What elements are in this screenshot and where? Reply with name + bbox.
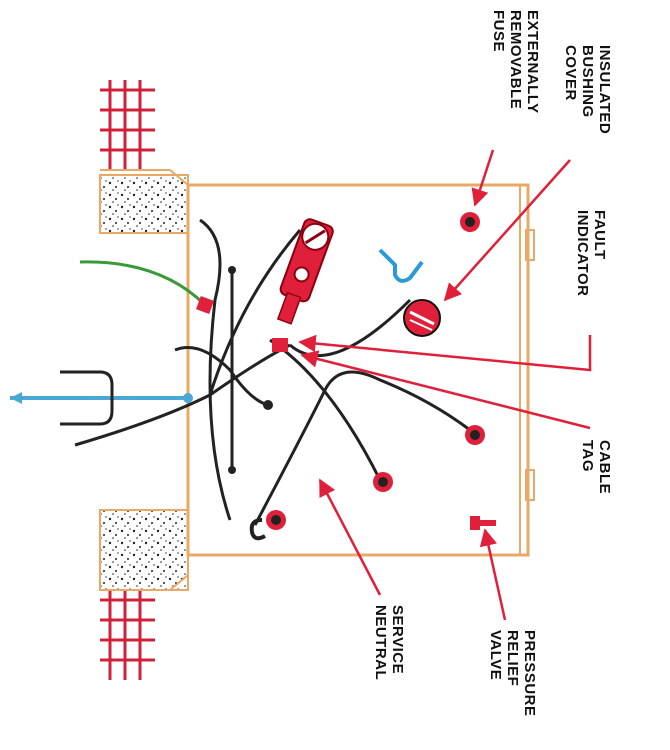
label-pressure-relief-valve: PRESSURE RELIEF VALVE <box>487 630 538 721</box>
ground-wire <box>79 260 207 307</box>
cable-tag-main <box>272 338 288 352</box>
brick-wall-top <box>100 80 155 170</box>
bushing-small-4 <box>266 510 286 530</box>
bushing-icon <box>403 299 441 337</box>
neutral-terminal-hook <box>249 518 266 541</box>
ground-rod-icon <box>10 392 193 404</box>
bushing-small-2 <box>465 425 485 445</box>
bushing-small-1 <box>460 212 480 232</box>
concrete-pad-bottom <box>99 509 189 591</box>
terminal-dot-3 <box>228 466 236 474</box>
arrow-fault-indicator <box>298 334 592 372</box>
pressure-relief-valve <box>470 516 496 530</box>
arrow-pressure-relief <box>479 528 507 621</box>
brick-wall-bottom <box>100 590 155 680</box>
conduit-u <box>60 370 114 426</box>
label-cable-tag: CABLE TAG <box>579 440 613 499</box>
bushing-small-3 <box>373 472 393 492</box>
arrow-service-neutral <box>318 478 382 596</box>
arrow-bushing-cover <box>443 159 571 302</box>
leader-arrows <box>298 149 592 621</box>
fuse-holder-icon <box>276 218 334 325</box>
label-externally-removable-fuse: EXTERNALLY REMOVABLE FUSE <box>490 10 541 118</box>
hinge-bottom <box>525 469 535 501</box>
cable-tag-left <box>196 296 214 314</box>
arrow-fuse <box>471 149 495 207</box>
label-insulated-bushing-cover: INSULATED BUSHING COVER <box>562 45 613 139</box>
concrete-pad-top <box>99 174 189 234</box>
terminal-dot-1 <box>228 266 236 274</box>
label-service-neutral: SERVICE NEUTRAL <box>372 605 406 680</box>
bushing-cover-bracket <box>378 248 424 283</box>
hinge-top <box>525 229 535 261</box>
terminal-dot-2 <box>263 400 273 410</box>
arrow-cable-tag <box>300 350 591 430</box>
label-fault-indicator: FAULT INDICATOR <box>574 210 608 296</box>
